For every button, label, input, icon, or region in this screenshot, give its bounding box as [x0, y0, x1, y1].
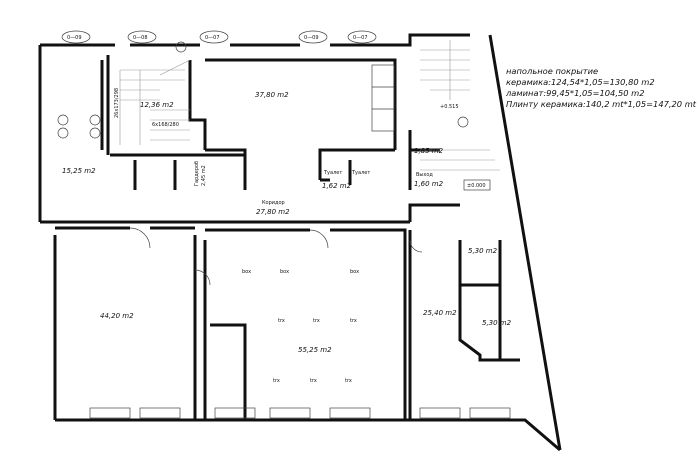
stair-spec: 26х173/298: [114, 88, 120, 118]
room-area: 44,20 m2: [100, 312, 134, 320]
room-area: 1,62 m2: [322, 182, 352, 190]
axis-markers: 0—09 0—08 0—07 0—09 0—07: [61, 30, 377, 44]
trx-label: trx: [273, 378, 280, 384]
equipment-labels: box box box trx trx trx trx trx trx: [242, 269, 359, 384]
box-label: box: [242, 269, 251, 275]
room-area: 37,80 m2: [255, 91, 289, 99]
level-marks: ±0.000 +0.515: [175, 41, 491, 191]
room-area: 27,80 m2: [256, 208, 290, 216]
notes-plinth: Плинту керамика:140,2 mt*1,05=147,20 mt: [506, 99, 697, 109]
lockers: [57, 64, 395, 139]
axis-label: 0—07: [353, 35, 368, 41]
axis-label: 0—07: [205, 35, 220, 41]
notes-laminate: ламинат:99,45*1,05=104,50 m2: [506, 88, 645, 98]
axis-label: 0—09: [67, 35, 82, 41]
room-name: Коридор: [262, 200, 285, 206]
notes-title: напольное покрытие: [506, 66, 599, 76]
windows: [89, 407, 511, 419]
room-area: 1,85 m2: [414, 147, 444, 155]
level-ground: ±0.000: [467, 183, 486, 189]
room-area: 55,25 m2: [298, 346, 332, 354]
stair-spec: 6х168/280: [152, 122, 179, 128]
box-label: box: [280, 269, 289, 275]
room-labels: 37,80 m2 12,36 m2 6х168/280 26х173/298 1…: [62, 88, 512, 354]
trx-label: trx: [310, 378, 317, 384]
floor-covering-notes: напольное покрытие керамика:124,54*1,05=…: [506, 66, 696, 110]
room-area: 5,30 m2: [468, 247, 498, 255]
room-area: 1,60 m2: [414, 180, 444, 188]
room-name: Туалет: [323, 170, 342, 176]
room-area: 2,45 m2: [201, 165, 207, 186]
room-name: Гардероб: [194, 161, 200, 186]
room-area: 5,30 m2: [482, 319, 512, 327]
axis-label: 0—09: [304, 35, 319, 41]
trx-label: trx: [313, 318, 320, 324]
trx-label: trx: [278, 318, 285, 324]
trx-label: trx: [345, 378, 352, 384]
notes-ceramic: керамика:124,54*1,05=130,80 m2: [506, 77, 655, 87]
room-name: Туалет: [351, 170, 370, 176]
room-name: Выход: [416, 172, 433, 178]
box-label: box: [350, 269, 359, 275]
level-upper: +0.515: [440, 104, 459, 110]
room-area: 25,40 m2: [423, 309, 457, 317]
staircase: [119, 40, 500, 171]
axis-label: 0—08: [133, 35, 148, 41]
room-area: 15,25 m2: [62, 167, 96, 175]
room-area: 12,36 m2: [140, 101, 174, 109]
doors: [129, 227, 423, 286]
walls: [38, 33, 562, 452]
trx-label: trx: [350, 318, 357, 324]
